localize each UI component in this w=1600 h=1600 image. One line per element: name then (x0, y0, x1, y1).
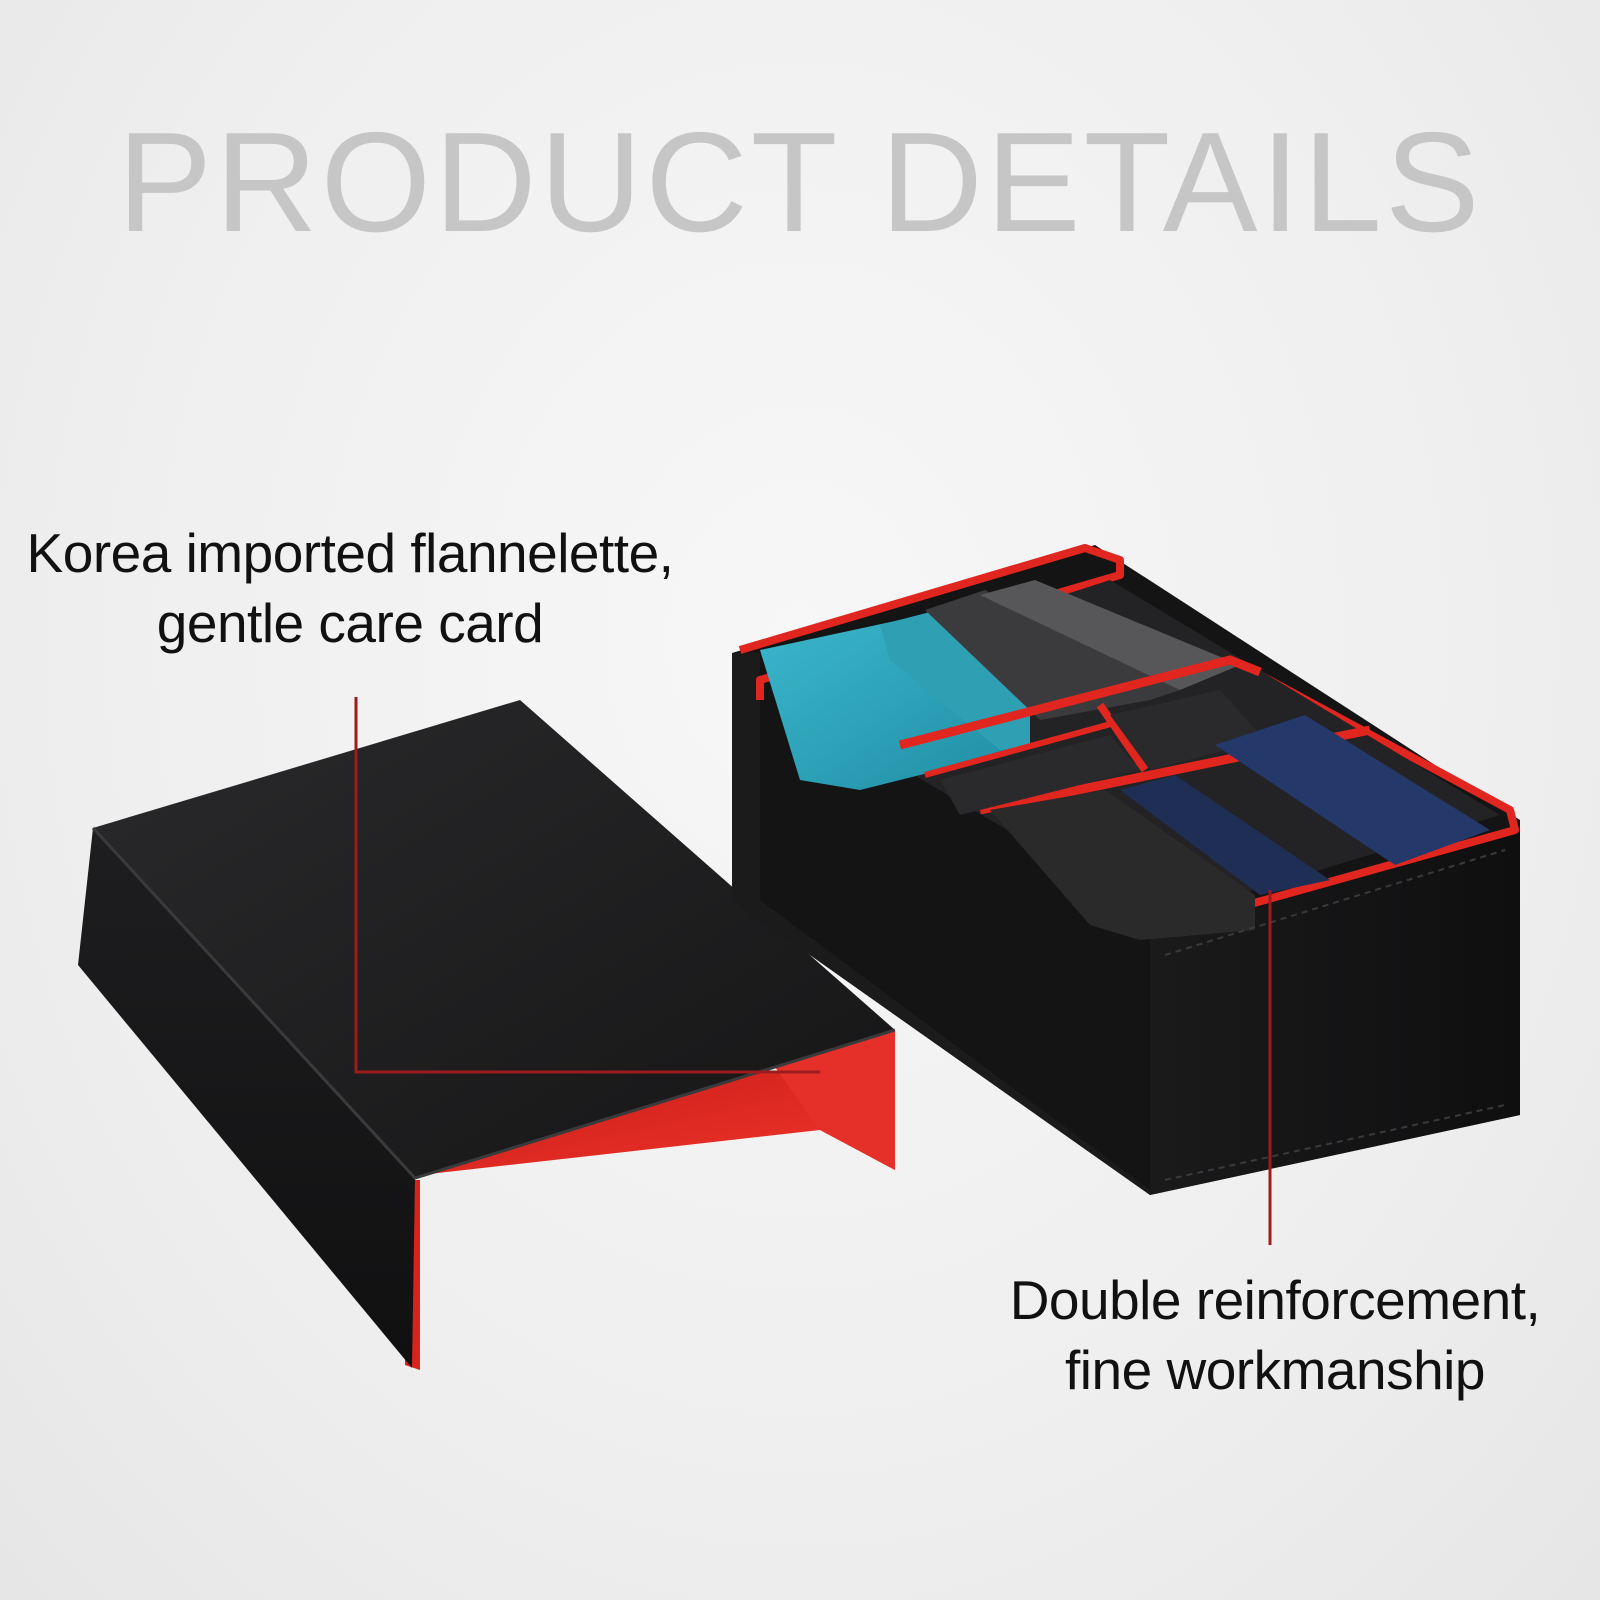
lid-top (93, 700, 895, 1178)
front-stitching-top (1164, 849, 1506, 956)
divider-1 (898, 655, 1262, 750)
reinforcement-callout-line1: Double reinforcement, (1009, 1269, 1541, 1331)
reinforcement-callout-line2: fine workmanship (1065, 1339, 1485, 1401)
navy-deck-box (1120, 775, 1330, 895)
navy-deck-lid (1215, 715, 1490, 865)
compartment-left (940, 735, 1140, 815)
reinforcement-callout: Double reinforcement, fine workmanship (965, 1265, 1585, 1405)
gray-deck-lid (980, 580, 1240, 690)
teal-deck-lid (880, 612, 1030, 750)
flannelette-callout-line2: gentle care card (156, 592, 544, 654)
flannelette-leader-line (354, 697, 820, 1074)
front-stitching-bottom (1164, 1104, 1506, 1181)
card-box (732, 544, 1520, 1195)
flannelette-callout: Korea imported flannelette, gentle care … (10, 518, 690, 658)
lid (78, 700, 896, 1370)
lid-fold-edge (91, 826, 896, 1180)
box-red-rim-back (738, 544, 1124, 700)
flannelette-callout-line1: Korea imported flannelette, (26, 522, 674, 584)
lid-front (78, 828, 415, 1368)
black-deck-box (990, 790, 1255, 940)
page-title: PRODUCT DETAILS (117, 103, 1483, 262)
teal-deck-box (760, 620, 1020, 790)
lid-red-flap (770, 1030, 895, 1170)
divider-4 (1096, 702, 1149, 773)
